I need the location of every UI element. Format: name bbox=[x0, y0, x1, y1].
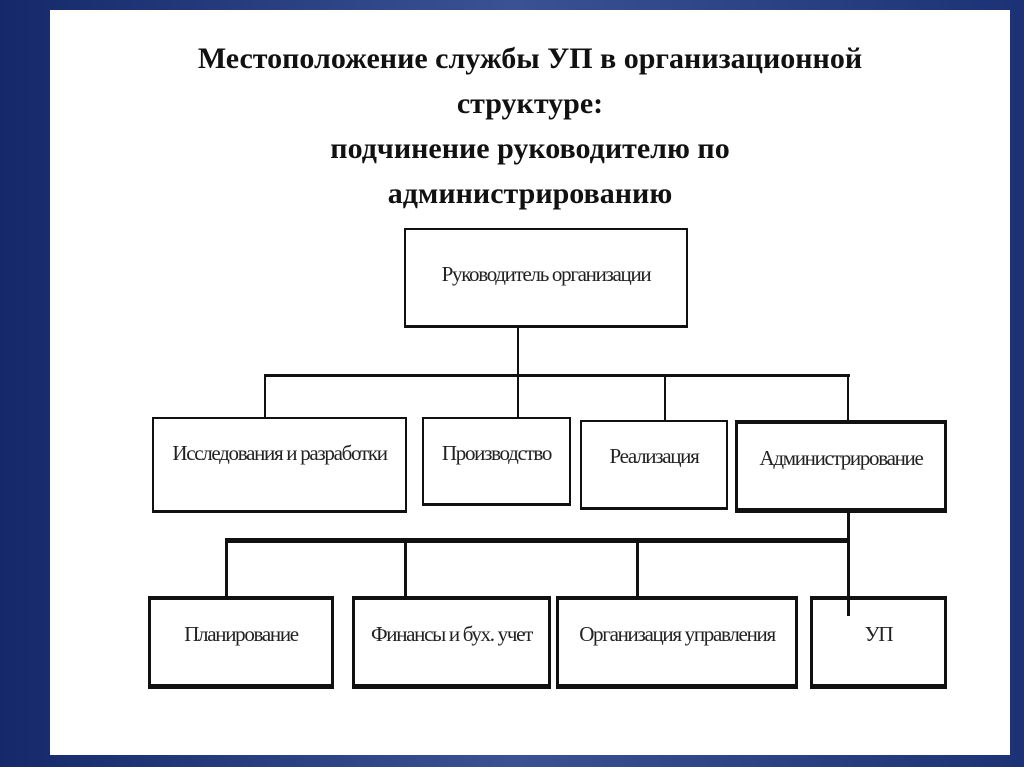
connector bbox=[264, 375, 266, 418]
node-label: Исследования и разработки bbox=[172, 441, 388, 465]
node-label: Планирование bbox=[184, 622, 299, 646]
node-research: Исследования и разработки bbox=[152, 417, 407, 513]
node-label: Реализация bbox=[609, 444, 700, 468]
node-label: Администрирование bbox=[759, 446, 923, 470]
node-hrm: УП bbox=[810, 596, 947, 689]
node-root: Руководитель организации bbox=[404, 228, 688, 328]
node-management-org: Организация управления bbox=[556, 596, 798, 689]
connector bbox=[517, 375, 519, 418]
title-line: структуре: bbox=[456, 87, 604, 120]
node-production: Производство bbox=[422, 417, 571, 506]
connector bbox=[225, 538, 850, 543]
title-line: подчинение руководителю по bbox=[330, 132, 730, 165]
node-label: Производство bbox=[441, 441, 553, 465]
slide-title: Местоположение службы УП в организационн… bbox=[50, 36, 1010, 216]
connector bbox=[847, 510, 850, 616]
connector bbox=[664, 375, 666, 421]
connector bbox=[847, 375, 849, 421]
connector bbox=[404, 540, 407, 598]
title-line: Местоположение службы УП в организационн… bbox=[197, 42, 863, 75]
node-sales: Реализация bbox=[580, 420, 728, 510]
node-label: Организация управления bbox=[579, 622, 776, 646]
node-label: Финансы и бух. учет bbox=[370, 622, 533, 646]
node-administration: Администрирование bbox=[735, 420, 947, 513]
connector bbox=[264, 374, 850, 377]
node-finance: Финансы и бух. учет bbox=[352, 596, 551, 689]
node-planning: Планирование bbox=[148, 596, 334, 689]
connector bbox=[636, 540, 639, 598]
connector bbox=[225, 540, 228, 598]
node-label: Руководитель организации bbox=[441, 262, 652, 286]
title-line: администрированию bbox=[387, 177, 673, 210]
connector bbox=[517, 327, 519, 376]
node-label: УП bbox=[864, 622, 894, 646]
